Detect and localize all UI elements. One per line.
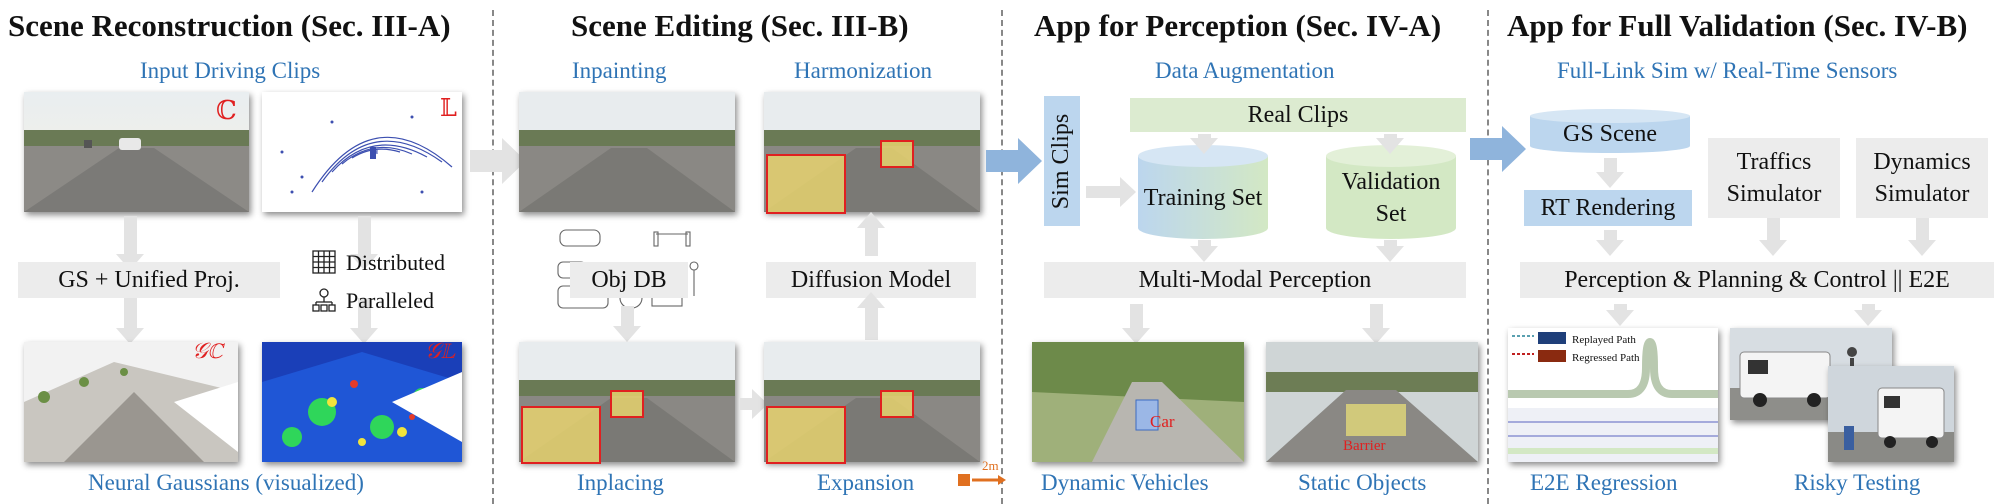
input-driving-clips-label: Input Driving Clips xyxy=(140,58,321,83)
gs-unified-proj-box: GS + Unified Proj. xyxy=(18,262,280,298)
arrow-up xyxy=(857,292,885,340)
expanded-barrier-highlight xyxy=(766,406,846,464)
gaussian-camera-symbol: 𝒢ℂ xyxy=(192,338,223,363)
section-title-editing: Scene Editing (Sec. III-B) xyxy=(571,8,909,43)
validation-set-label: Validation Set xyxy=(1341,169,1441,227)
perception-planning-control-box: Perception & Planning & Control || E2E xyxy=(1520,262,1994,298)
barrier-label: Barrier xyxy=(1343,438,1386,454)
arrow-down xyxy=(1376,134,1404,154)
lidar-input-image xyxy=(262,92,462,212)
arrow-down xyxy=(1376,240,1404,262)
inpainting-image xyxy=(519,92,735,212)
gaussian-lidar-image xyxy=(262,342,462,462)
arrow-down xyxy=(1596,230,1624,256)
validation-set-cylinder xyxy=(1326,145,1456,239)
inpainting-label: Inpainting xyxy=(572,58,667,83)
full-link-sim-label: Full-Link Sim w/ Real-Time Sensors xyxy=(1557,58,1898,83)
sim-clips-box: Sim Clips xyxy=(1044,96,1080,226)
gaussian-camera-image xyxy=(24,342,238,462)
arrow-down xyxy=(1759,218,1787,256)
arrow-down xyxy=(1606,304,1634,326)
arrow-down xyxy=(1122,304,1150,344)
section-title-reconstruction: Scene Reconstruction (Sec. III-A) xyxy=(8,8,451,43)
real-clips-box: Real Clips xyxy=(1130,98,1466,132)
harmonized-object-highlight xyxy=(880,140,914,168)
inplacing-label: Inplacing xyxy=(577,470,664,495)
gaussian-lidar-symbol: 𝒢𝕃 xyxy=(425,338,456,363)
dynamic-vehicles-label: Dynamic Vehicles xyxy=(1041,470,1209,495)
expanded-object-highlight xyxy=(880,390,914,418)
arrow-down xyxy=(1190,134,1218,154)
scale-label: 2m xyxy=(982,458,999,473)
neural-gaussians-label: Neural Gaussians (visualized) xyxy=(88,470,364,495)
arrow-right xyxy=(1086,177,1136,207)
section-divider xyxy=(1001,10,1003,504)
traffics-simulator-box: Traffics Simulator xyxy=(1708,138,1840,218)
e2e-regression-plot xyxy=(1508,328,1718,462)
inplaced-barrier-highlight xyxy=(521,406,601,464)
flow-arrow-right xyxy=(470,138,526,184)
replayed-path-legend: Replayed Path xyxy=(1572,334,1636,346)
rt-rendering-box: RT Rendering xyxy=(1524,190,1692,226)
hierarchy-icon xyxy=(312,288,336,314)
arrow-down xyxy=(613,306,641,342)
regressed-path-legend: Regressed Path xyxy=(1572,352,1640,364)
arrow-up xyxy=(857,212,885,256)
static-objects-label: Static Objects xyxy=(1298,470,1427,495)
camera-symbol: ℂ xyxy=(216,96,237,126)
training-set-cylinder xyxy=(1138,145,1268,239)
inplaced-object-highlight xyxy=(610,390,644,418)
harmonized-barrier-highlight xyxy=(766,154,846,214)
arrow-right xyxy=(740,389,768,419)
camera-input-image xyxy=(24,92,249,212)
lidar-symbol: 𝕃 xyxy=(440,94,457,122)
arrow-down xyxy=(1190,240,1218,262)
multimodal-perception-box: Multi-Modal Perception xyxy=(1044,262,1466,298)
dynamics-simulator-label: Dynamics Simulator xyxy=(1873,149,1971,207)
traffics-simulator-label: Traffics Simulator xyxy=(1726,149,1822,207)
static-objects-image xyxy=(1266,342,1478,462)
harmonization-label: Harmonization xyxy=(794,58,932,83)
paralleled-label: Paralleled xyxy=(346,288,434,313)
training-set-label: Training Set xyxy=(1143,185,1263,211)
section-divider xyxy=(492,10,494,504)
dynamics-simulator-box: Dynamics Simulator xyxy=(1856,138,1988,218)
flow-arrow-right xyxy=(986,138,1042,184)
risky-testing-photo-2 xyxy=(1828,366,1954,462)
arrow-down xyxy=(1362,304,1390,344)
scale-icon xyxy=(958,466,1008,488)
gs-scene-label: GS Scene xyxy=(1563,121,1657,147)
car-label: Car xyxy=(1150,412,1175,431)
arrow-down xyxy=(350,216,378,270)
arrow-down xyxy=(1854,304,1882,326)
arrow-down xyxy=(350,298,378,344)
section-title-validation: App for Full Validation (Sec. IV-B) xyxy=(1507,8,1968,43)
section-divider xyxy=(1487,10,1489,504)
grid-icon xyxy=(312,250,336,274)
sim-clips-label: Sim Clips xyxy=(1048,113,1075,209)
arrow-down xyxy=(116,298,144,344)
obj-db-box: Obj DB xyxy=(570,262,688,298)
flow-arrow-right xyxy=(1470,126,1526,172)
arrow-down xyxy=(116,216,144,270)
e2e-regression-label: E2E Regression xyxy=(1530,470,1678,495)
data-augmentation-label: Data Augmentation xyxy=(1155,58,1335,83)
risky-testing-label: Risky Testing xyxy=(1794,470,1921,495)
dynamic-vehicles-image xyxy=(1032,342,1244,462)
gs-scene-cylinder xyxy=(1530,109,1690,153)
expansion-label: Expansion xyxy=(817,470,915,495)
arrow-down xyxy=(1908,218,1936,256)
distributed-label: Distributed xyxy=(346,250,445,275)
arrow-down xyxy=(1596,158,1624,188)
section-title-perception: App for Perception (Sec. IV-A) xyxy=(1034,8,1442,43)
